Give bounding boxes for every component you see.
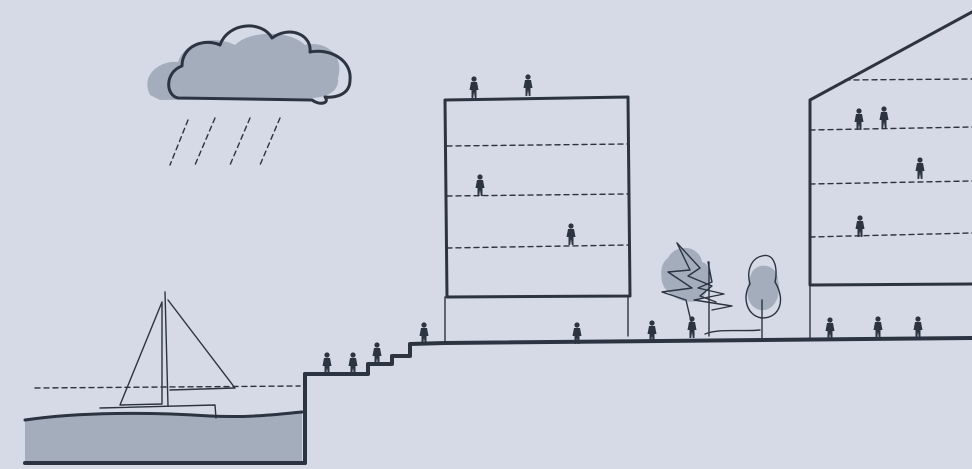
person-icon (419, 322, 429, 344)
person-icon (913, 316, 923, 338)
tree-icon (745, 254, 782, 339)
water-basin (23, 385, 304, 462)
sailboat-icon (99, 291, 236, 419)
person-icon (348, 352, 358, 374)
building-middle (443, 95, 632, 343)
rain-cloud-icon (147, 24, 352, 166)
building-right (808, 10, 972, 339)
person-icon (647, 320, 657, 342)
water-level-line (34, 385, 301, 389)
person-icon (523, 74, 533, 96)
person-icon (322, 352, 332, 374)
person-icon (475, 174, 485, 196)
floor-line (809, 180, 972, 185)
person-icon (873, 316, 883, 338)
person-icon (854, 108, 864, 130)
tree-icon (693, 261, 761, 337)
floor-line (809, 232, 972, 238)
person-icon (372, 342, 382, 364)
ground-line (23, 336, 972, 465)
person-icon (566, 223, 576, 245)
floor-line (446, 193, 629, 197)
rain-lines (169, 117, 281, 166)
tree-icon (661, 242, 717, 335)
person-icon (915, 157, 925, 179)
floor-line (446, 143, 629, 147)
floor-line (844, 78, 972, 81)
person-icon (879, 106, 889, 128)
person-icon (825, 317, 835, 339)
people-group (322, 74, 925, 374)
floor-line (446, 244, 629, 249)
person-icon (469, 76, 479, 98)
person-icon (687, 316, 697, 338)
person-icon (855, 215, 865, 237)
floor-line (809, 126, 972, 131)
